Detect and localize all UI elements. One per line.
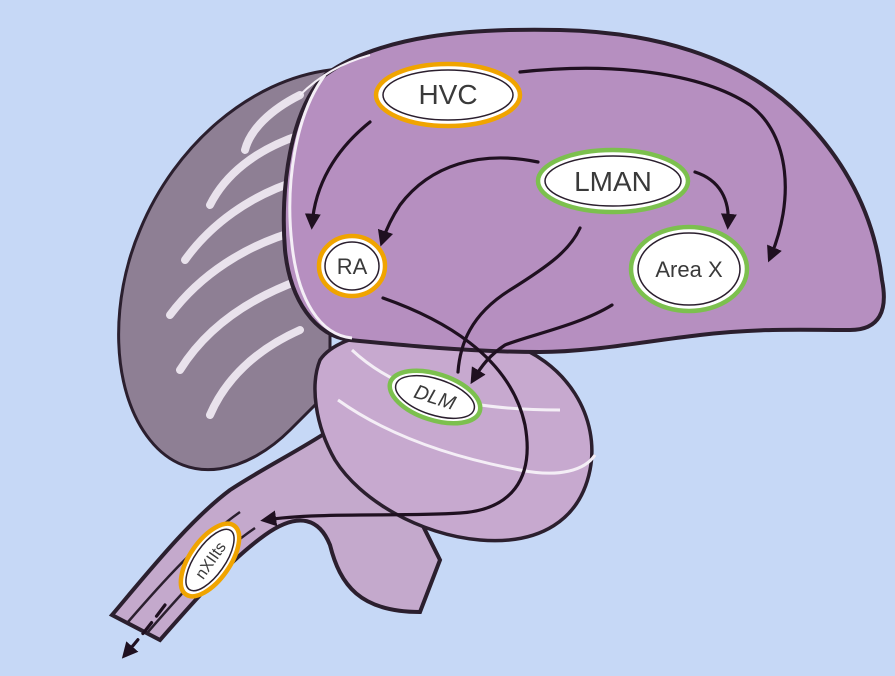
ra-label: RA xyxy=(337,254,368,279)
area-x-label: Area X xyxy=(655,257,723,282)
nucleus-hvc: HVC xyxy=(376,64,520,126)
nucleus-ra: RA xyxy=(319,236,385,296)
hvc-label: HVC xyxy=(418,79,477,110)
nucleus-area-x: Area X xyxy=(631,227,747,311)
lman-label: LMAN xyxy=(574,166,652,197)
nucleus-lman: LMAN xyxy=(538,150,688,212)
